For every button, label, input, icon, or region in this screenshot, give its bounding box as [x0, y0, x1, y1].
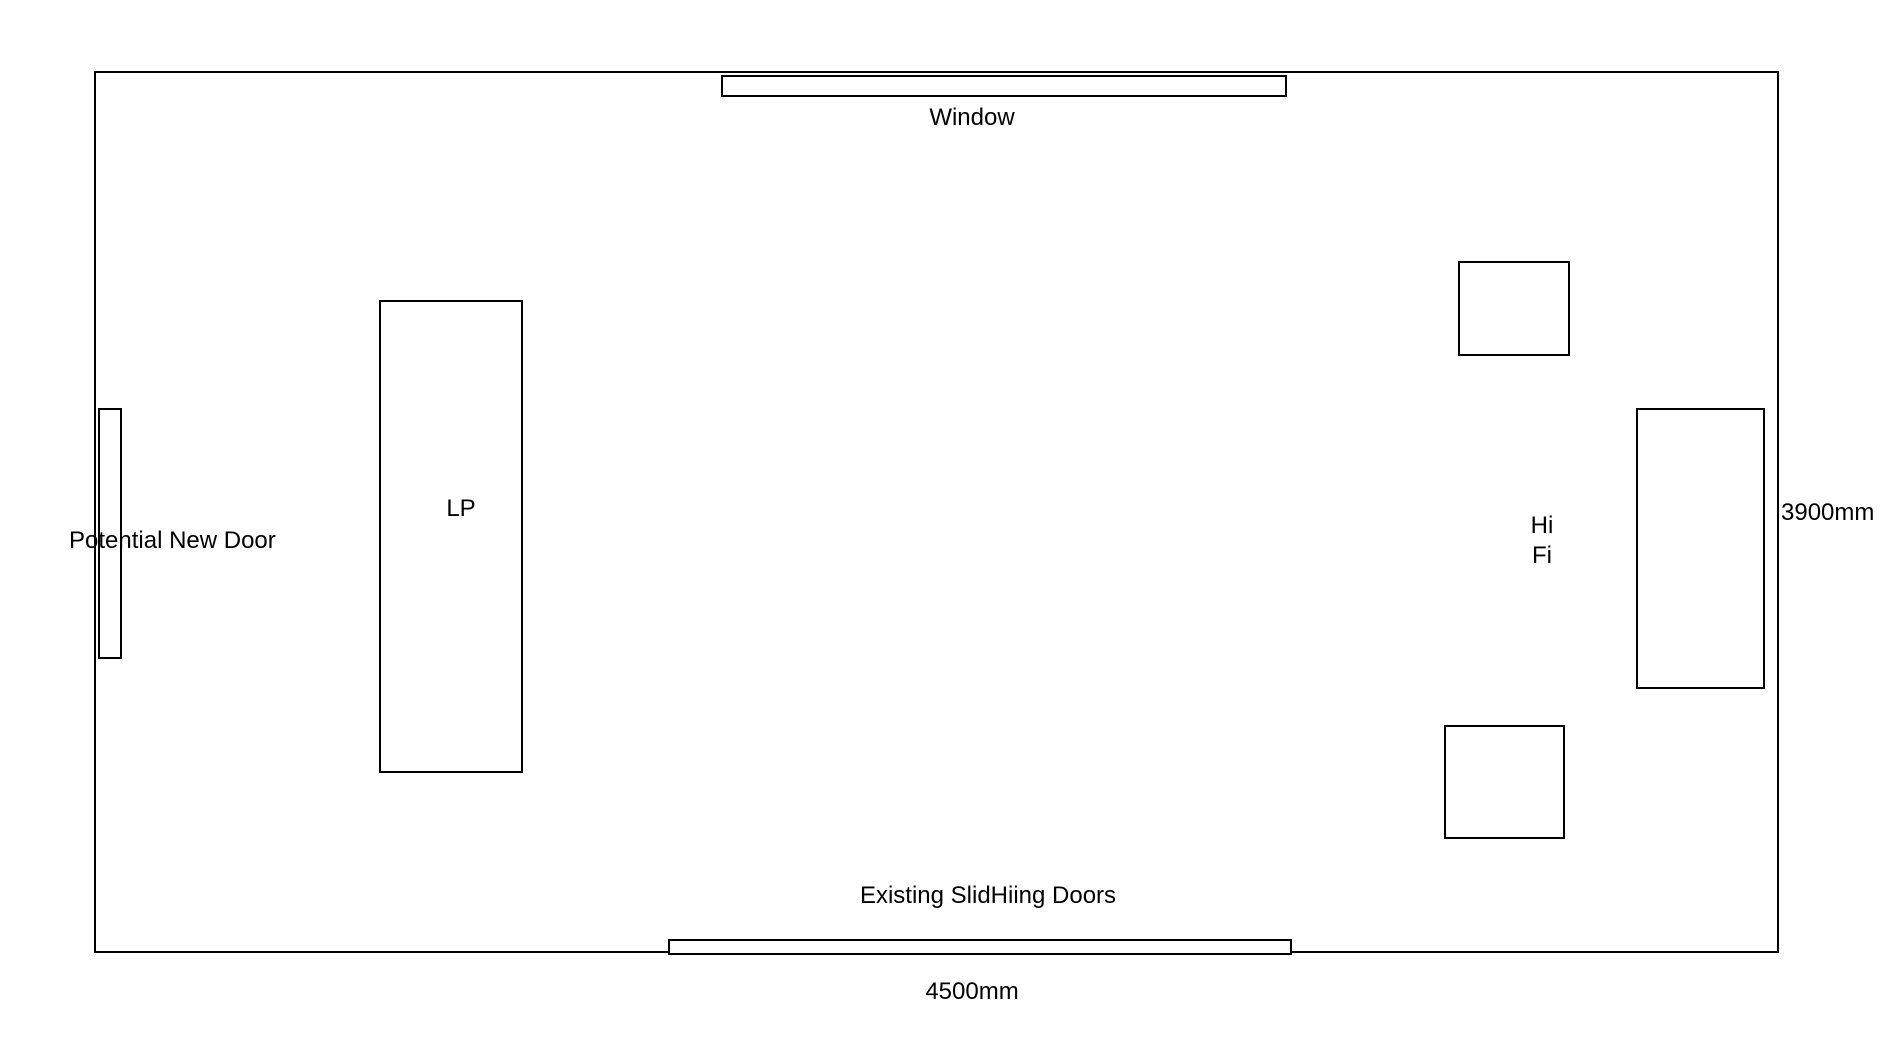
- height-dimension-label: 3900mm: [1781, 499, 1874, 526]
- lp-rectangle: [379, 300, 523, 773]
- speaker-top: [1458, 261, 1570, 356]
- lp-label: LP: [446, 495, 475, 522]
- potential-new-door-shape: [98, 408, 122, 659]
- speaker-bottom: [1444, 725, 1565, 839]
- existing-sliding-doors-label: Existing SlidHiing Doors: [860, 882, 1116, 909]
- hifi-label-line1: Hi: [1531, 512, 1554, 539]
- hifi-label-line2: Fi: [1532, 542, 1552, 569]
- hifi-rack: [1636, 408, 1765, 689]
- window-shape: [721, 75, 1287, 97]
- existing-sliding-doors-shape: [668, 939, 1292, 955]
- width-dimension-label: 4500mm: [925, 978, 1018, 1005]
- potential-new-door-label: Potential New Door: [69, 527, 276, 554]
- window-label: Window: [929, 104, 1015, 131]
